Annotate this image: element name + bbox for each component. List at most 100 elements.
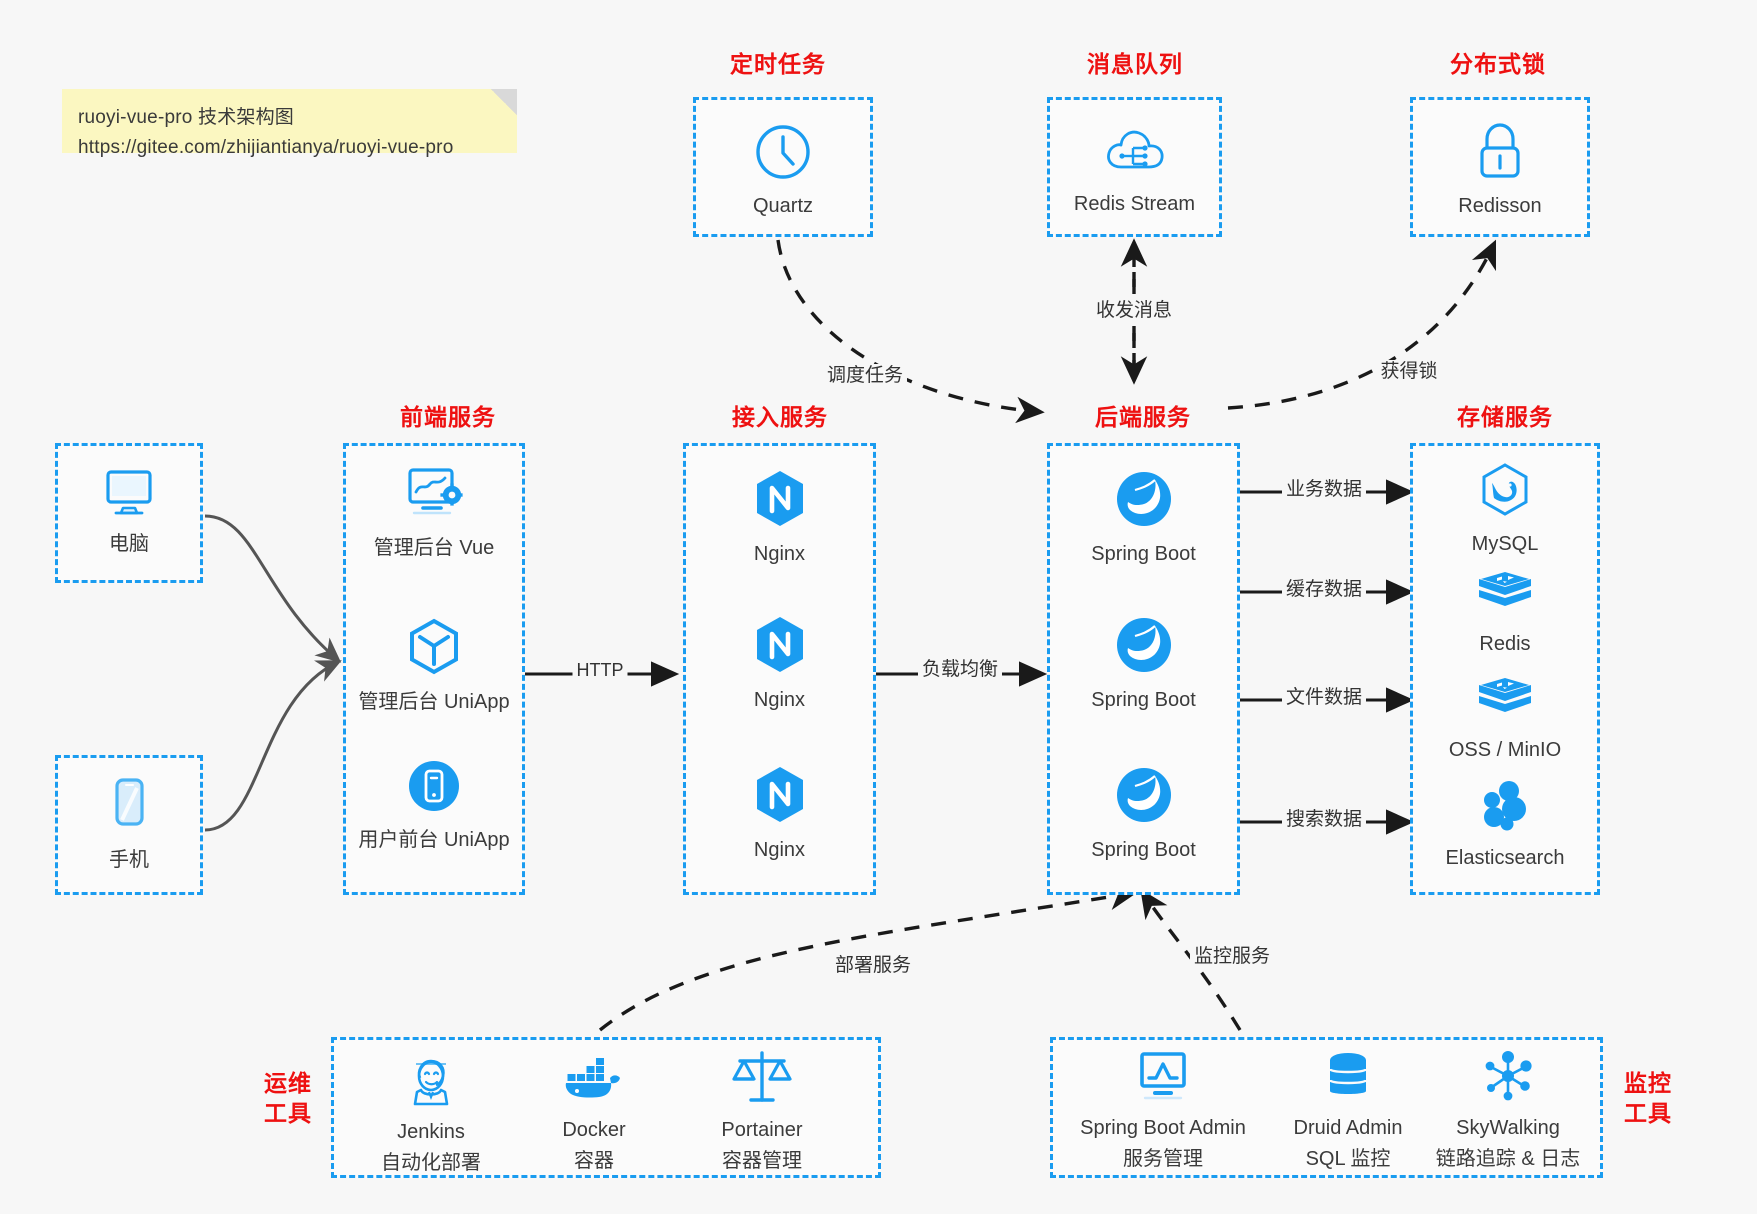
node-mysql[interactable]: MySQL — [1413, 462, 1597, 557]
monitor-chart-icon — [1134, 1050, 1192, 1109]
hexagon-cube-icon — [403, 616, 465, 683]
node-quartz[interactable]: Quartz — [696, 122, 870, 219]
node-label: Spring Boot — [1091, 543, 1196, 565]
node-label: Redis — [1479, 633, 1531, 655]
node-spring-boot-admin[interactable]: Spring Boot Admin 服务管理 — [1068, 1050, 1258, 1172]
group-title-frontend: 前端服务 — [400, 404, 496, 430]
elasticsearch-icon — [1476, 778, 1534, 839]
group-box-storage: MySQL Redis OS — [1410, 443, 1600, 895]
group-title-storage: 存储服务 — [1457, 404, 1553, 430]
mobile-circle-icon — [404, 756, 464, 821]
clock-icon — [753, 122, 813, 187]
edge-label-schedule-task: 调度任务 — [822, 364, 908, 388]
node-label: Spring Boot — [1091, 839, 1196, 861]
spring-boot-icon — [1113, 468, 1175, 535]
sticky-note: ruoyi-vue-pro 技术架构图 https://gitee.com/zh… — [62, 89, 517, 158]
scales-icon — [730, 1048, 794, 1111]
edge-label-file-data: 文件数据 — [1281, 686, 1367, 710]
edge-label-send-receive-message: 收发消息 — [1091, 299, 1177, 323]
group-title-monitoring-line2: 工具 — [1624, 1100, 1672, 1126]
node-label: 电脑 — [109, 533, 149, 555]
node-druid-admin[interactable]: Druid Admin SQL 监控 — [1263, 1050, 1433, 1172]
smartphone-icon — [106, 776, 152, 841]
node-label: Elasticsearch — [1445, 847, 1565, 869]
group-box-backend: Spring Boot Spring Boot Spring Boot — [1047, 443, 1240, 895]
node-label: 管理后台 UniApp — [358, 691, 510, 713]
node-label: Nginx — [753, 689, 806, 711]
dashboard-gear-icon — [401, 464, 467, 529]
node-nginx-3[interactable]: Nginx — [686, 764, 873, 863]
node-spring-boot-3[interactable]: Spring Boot — [1050, 764, 1237, 863]
node-label: Redisson — [1458, 195, 1542, 217]
node-label: SkyWalking — [1456, 1117, 1560, 1139]
node-label: Spring Boot Admin — [1080, 1117, 1246, 1139]
group-title-backend: 后端服务 — [1095, 404, 1191, 430]
edge-label-http: HTTP — [572, 658, 628, 682]
group-title-devops: 运维 工具 — [253, 1068, 323, 1128]
node-sublabel: 链路追踪 & 日志 — [1435, 1148, 1581, 1170]
node-label: Docker — [562, 1119, 626, 1141]
note-url: https://gitee.com/zhijiantianya/ruoyi-vu… — [78, 137, 454, 158]
edge-label-search-data: 搜索数据 — [1281, 808, 1367, 832]
node-skywalking[interactable]: SkyWalking 链路追踪 & 日志 — [1418, 1050, 1598, 1172]
node-label: Portainer — [721, 1119, 803, 1141]
node-label: Redis Stream — [1073, 193, 1196, 215]
redis-icon — [1475, 568, 1535, 625]
group-title-monitoring-line1: 监控 — [1624, 1070, 1672, 1096]
nginx-icon — [751, 468, 809, 535]
group-title-mq: 消息队列 — [1087, 51, 1183, 77]
node-jenkins[interactable]: Jenkins 自动化部署 — [356, 1052, 506, 1176]
jenkins-icon — [403, 1052, 459, 1113]
node-nginx-2[interactable]: Nginx — [686, 614, 873, 713]
node-smartphone[interactable]: 手机 — [58, 776, 200, 873]
node-label: Nginx — [753, 839, 806, 861]
node-sublabel: SQL 监控 — [1305, 1148, 1391, 1170]
group-box-lock: Redisson — [1410, 97, 1590, 237]
node-label: 用户前台 UniApp — [358, 829, 510, 851]
group-box-client-mobile: 手机 — [55, 755, 203, 895]
group-box-frontend: 管理后台 Vue 管理后台 UniApp — [343, 443, 525, 895]
group-box-monitoring: Spring Boot Admin 服务管理 Druid Admin SQL 监… — [1050, 1037, 1603, 1178]
nginx-icon — [751, 764, 809, 831]
database-icon — [1320, 1050, 1376, 1109]
node-spring-boot-2[interactable]: Spring Boot — [1050, 614, 1237, 713]
node-nginx-1[interactable]: Nginx — [686, 468, 873, 567]
node-admin-vue[interactable]: 管理后台 Vue — [346, 464, 522, 561]
node-redis[interactable]: Redis — [1413, 568, 1597, 657]
node-desktop[interactable]: 电脑 — [58, 464, 200, 557]
node-spring-boot-1[interactable]: Spring Boot — [1050, 468, 1237, 567]
padlock-icon — [1471, 120, 1529, 187]
edge-label-load-balance: 负载均衡 — [917, 658, 1003, 682]
edge-label-acquire-lock: 获得锁 — [1376, 360, 1442, 384]
group-box-client-desktop: 电脑 — [55, 443, 203, 583]
node-label: Nginx — [753, 543, 806, 565]
wire-acquire-lock — [1227, 239, 1497, 410]
node-sublabel: 容器 — [574, 1150, 614, 1172]
node-label: Jenkins — [397, 1121, 465, 1143]
spring-boot-icon — [1113, 764, 1175, 831]
node-docker[interactable]: Docker 容器 — [519, 1054, 669, 1174]
node-label: 管理后台 Vue — [373, 537, 495, 559]
group-box-mq: Redis Stream — [1047, 97, 1222, 237]
node-admin-uniapp[interactable]: 管理后台 UniApp — [346, 616, 522, 715]
note-title: ruoyi-vue-pro 技术架构图 — [78, 107, 295, 128]
node-elasticsearch[interactable]: Elasticsearch — [1413, 778, 1597, 871]
group-title-gateway: 接入服务 — [732, 404, 828, 430]
node-label: Quartz — [752, 195, 814, 217]
node-redis-stream[interactable]: Redis Stream — [1050, 122, 1219, 217]
desktop-icon — [99, 464, 159, 525]
edge-label-cache-data: 缓存数据 — [1281, 578, 1367, 602]
node-portainer[interactable]: Portainer 容器管理 — [682, 1048, 842, 1174]
node-sublabel: 服务管理 — [1123, 1148, 1203, 1170]
mysql-icon — [1476, 462, 1534, 525]
node-label: Spring Boot — [1091, 689, 1196, 711]
edge-label-monitor-service: 监控服务 — [1189, 945, 1275, 969]
node-redisson[interactable]: Redisson — [1413, 120, 1587, 219]
node-oss-minio[interactable]: OSS / MinIO — [1413, 674, 1597, 763]
wire-mobile-to-frontend — [204, 660, 342, 832]
oss-minio-icon — [1475, 674, 1535, 731]
group-box-gateway: Nginx Nginx Nginx — [683, 443, 876, 895]
node-user-uniapp[interactable]: 用户前台 UniApp — [346, 756, 522, 853]
group-title-devops-line2: 工具 — [264, 1100, 312, 1126]
